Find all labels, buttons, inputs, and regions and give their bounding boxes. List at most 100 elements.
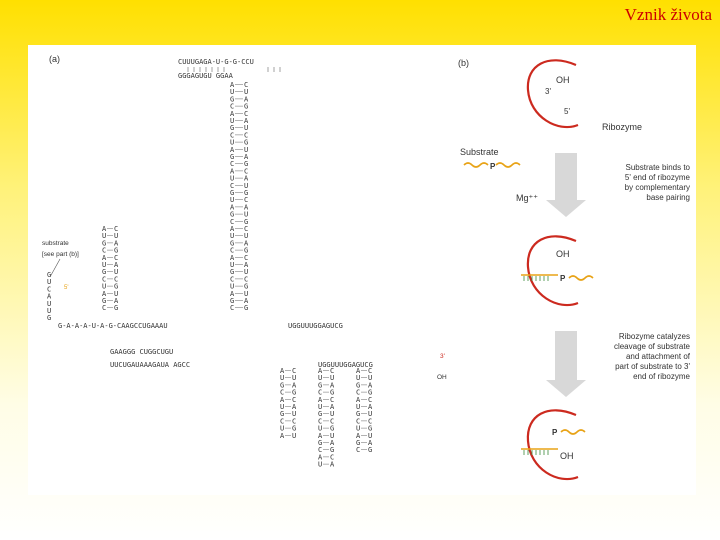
- nucleotide: U: [280, 403, 284, 411]
- nucleotide: A: [244, 95, 249, 103]
- nucleotide: C: [356, 446, 360, 454]
- nucleotide: G: [330, 389, 334, 397]
- nucleotide: C: [368, 417, 372, 425]
- phosphate-p: P: [490, 162, 496, 171]
- nucleotide: C: [330, 417, 334, 425]
- substrate-nucleotide: C: [47, 285, 51, 293]
- nucleotide: C: [102, 275, 106, 283]
- nucleotide: C: [292, 396, 296, 404]
- nucleotide: C: [244, 254, 248, 262]
- substrate-nucleotide: U: [47, 307, 51, 315]
- svg-text:Ribozyme catalyzes: Ribozyme catalyzes: [619, 332, 690, 341]
- nucleotide: A: [244, 153, 249, 161]
- nucleotide: U: [230, 283, 234, 291]
- nucleotide: C: [318, 389, 322, 397]
- nucleotide: U: [280, 374, 284, 382]
- nucleotide: G: [244, 160, 248, 168]
- pairing-step2: [523, 276, 549, 281]
- nucleotide: G: [230, 239, 234, 247]
- nucleotide: G: [244, 247, 248, 255]
- nucleotide: C: [244, 110, 248, 118]
- panel-b-label: (b): [458, 58, 469, 68]
- step-arrow-1: [546, 153, 586, 217]
- nucleotide: U: [318, 461, 322, 469]
- step-arrow-2: [546, 331, 586, 397]
- nucleotide: G: [244, 139, 248, 147]
- nucleotide: G: [244, 103, 248, 111]
- svg-text:and attachment of: and attachment of: [626, 352, 691, 361]
- nucleotide: G: [368, 389, 372, 397]
- nucleotide: U: [368, 432, 372, 440]
- nucleotide: C: [230, 218, 234, 226]
- nucleotide: C: [280, 417, 284, 425]
- nucleotide: U: [230, 175, 234, 183]
- nucleotide: A: [244, 117, 249, 125]
- phosphate-p-step2: P: [560, 274, 566, 283]
- nucleotide: C: [244, 167, 248, 175]
- nucleotide: A: [244, 261, 249, 269]
- note-cleavage: Ribozyme catalyzes cleavage of substrate…: [614, 332, 691, 381]
- nucleotide: U: [244, 232, 248, 240]
- nucleotide: C: [368, 396, 372, 404]
- oh-mark: OH: [437, 374, 447, 381]
- substrate-nucleotide: U: [47, 300, 51, 308]
- nucleotide: A: [356, 432, 361, 440]
- nucleotide: C: [356, 389, 360, 397]
- substrate-nucleotide: G: [47, 271, 51, 279]
- top-seq-row-2: GGGAGUGU GGAA: [178, 72, 234, 80]
- substrate-label: substrate: [42, 240, 69, 247]
- substrate-title: Substrate: [460, 147, 499, 157]
- nucleotide: A: [280, 396, 285, 404]
- nucleotide: A: [292, 403, 297, 411]
- nucleotide: A: [230, 254, 235, 262]
- nucleotide: A: [292, 381, 297, 389]
- nucleotide: C: [230, 131, 234, 139]
- nucleotide: A: [330, 403, 335, 411]
- nucleotide: A: [230, 225, 235, 233]
- nucleotide: C: [244, 275, 248, 283]
- nucleotide: U: [356, 374, 360, 382]
- nucleotide: G: [356, 410, 360, 418]
- junction-row-3: GAAGGG CUGGCUGU: [110, 348, 173, 356]
- junction-row-5: UGGUUUGGAGUCG: [318, 361, 373, 369]
- note-binding: Substrate binds to 5' end of ribozyme by…: [625, 163, 691, 202]
- nucleotide: A: [102, 290, 107, 298]
- nucleotide: G: [230, 268, 234, 276]
- ribozyme-step1: [526, 59, 579, 129]
- nucleotide: C: [330, 453, 334, 461]
- nucleotide: A: [230, 203, 235, 211]
- nucleotide: C: [330, 367, 334, 375]
- nucleotide: A: [330, 461, 335, 469]
- nucleotide: U: [102, 283, 106, 291]
- nucleotide: U: [244, 124, 248, 132]
- top-seq-row-1: CUUUGAGA-U-G-G-CCU: [178, 58, 254, 66]
- nucleotide: U: [330, 374, 334, 382]
- oh-step3: OH: [560, 451, 574, 461]
- nucleotide: G: [244, 304, 248, 312]
- substrate-nucleotide: U: [47, 278, 51, 286]
- nucleotide: U: [292, 410, 296, 418]
- nucleotide: A: [330, 439, 335, 447]
- nucleotide: G: [244, 283, 248, 291]
- slide-title: Vznik života: [624, 5, 712, 24]
- nucleotide: C: [230, 182, 234, 190]
- nucleotide: A: [244, 239, 249, 247]
- svg-text:part of substrate to 3': part of substrate to 3': [615, 362, 690, 371]
- nucleotide: C: [318, 446, 322, 454]
- nucleotide: C: [330, 396, 334, 404]
- ribozyme-step2: [526, 235, 579, 307]
- nucleotide: C: [102, 304, 106, 312]
- panel-a-label: (a): [49, 54, 60, 64]
- nucleotide: C: [230, 304, 234, 312]
- nucleotide: A: [230, 110, 235, 118]
- substrate-wave: [463, 162, 521, 168]
- nucleotide: C: [280, 389, 284, 397]
- svg-text:base pairing: base pairing: [646, 193, 690, 202]
- substrate-label-ref: [see part (b)]: [42, 251, 79, 258]
- nucleotide: U: [230, 232, 234, 240]
- ribozyme-label: Ribozyme: [602, 122, 642, 132]
- nucleotide: G: [244, 218, 248, 226]
